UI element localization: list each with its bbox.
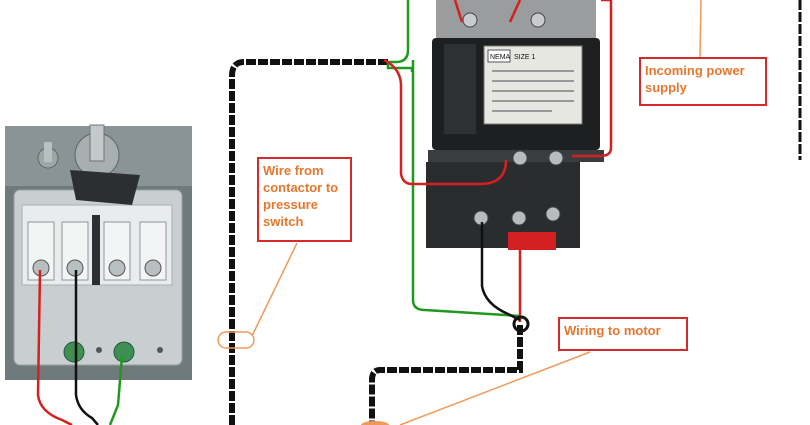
callout-wiring-to-motor: Wiring to motor (558, 317, 688, 351)
nameplate-brand: NEMA (490, 54, 511, 61)
black-wire-contactor-to-switch (229, 59, 388, 425)
callout-wire-contactor-label: Wire from contactor to pressure switch (263, 163, 339, 229)
red-wire-top (453, 0, 522, 23)
callout-incoming-power-label: Incoming power supply (645, 63, 745, 95)
black-wire-motor-loop (369, 325, 523, 425)
nameplate-size: SIZE 1 (514, 54, 536, 61)
motor-stub-oval (361, 421, 389, 425)
green-wire-switch (108, 355, 124, 425)
red-wire-contactor-right (572, 0, 613, 158)
callout-wire-contactor-to-pressure-switch: Wire from contactor to pressure switch (257, 157, 352, 242)
leader-line-incoming (699, 0, 702, 58)
leader-line-motor (399, 351, 591, 425)
green-wire-upper (386, 0, 414, 72)
black-wire-switch (74, 270, 99, 425)
red-wire-switch (36, 269, 73, 425)
black-wire-contactor-to-motor (480, 222, 521, 322)
connector-motor-junction (512, 315, 530, 333)
leader-line-contactor (251, 242, 298, 337)
connector-oval-left (217, 331, 255, 349)
red-wire-incoming (383, 58, 508, 186)
callout-motor-label: Wiring to motor (564, 323, 661, 338)
magnetic-contactor-photo: NEMA SIZE 1 (426, 0, 604, 250)
green-wire-lower (411, 60, 521, 318)
callout-incoming-power-supply: Incoming power supply (639, 57, 767, 106)
pressure-switch-photo (5, 124, 192, 380)
